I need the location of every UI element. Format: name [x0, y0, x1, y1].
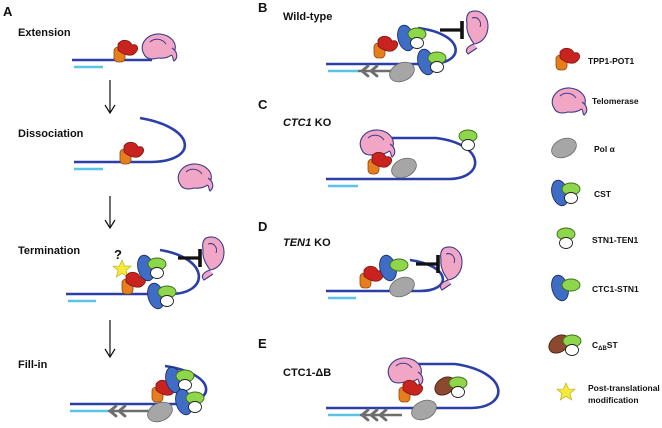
legend-stn1-ten1-label: STN1-TEN1	[592, 235, 639, 245]
wildtype-telomerase	[465, 10, 489, 55]
legend-cdbst-icon	[544, 330, 582, 358]
ctc1db-cdbst	[430, 372, 468, 400]
wildtype-pol-alpha	[386, 57, 418, 87]
extension-dna	[72, 58, 152, 69]
ten1ko-inhibition	[414, 253, 440, 275]
dissociation-dna	[74, 116, 187, 171]
termination-cst-lower	[144, 280, 177, 312]
legend-tpp1-pot1-icon	[555, 47, 581, 71]
fillin-pol-alpha	[144, 397, 176, 427]
legend-cst-label: CST	[594, 189, 612, 199]
dissociation-telomerase	[177, 163, 214, 192]
legend-stn1-ten1-icon	[556, 227, 576, 249]
legend-cdbst-sub: ΔB	[598, 346, 607, 352]
panel-c-title-suffix: KO	[312, 117, 332, 129]
termination-telomerase	[201, 236, 225, 281]
termination-question-mark: ?	[114, 247, 122, 262]
ctc1db-pol-alpha	[408, 395, 440, 425]
panel-c-letter: C	[258, 97, 268, 112]
legend: TPP1-POT1 Telomerase Pol α CST STN1-TEN1…	[544, 47, 660, 405]
panel-c-title-gene: CTC1	[283, 117, 312, 129]
arrow-extension-to-dissociation	[104, 80, 116, 115]
legend-ctc1-stn1-icon	[548, 272, 581, 304]
legend-pol-alpha-label: Pol α	[594, 144, 616, 154]
legend-cst-icon	[548, 177, 581, 209]
ctc1ko-dna	[326, 136, 477, 188]
step-termination-label: Termination	[18, 245, 80, 257]
panel-a-letter: A	[3, 4, 13, 19]
extension-telomerase	[141, 33, 178, 62]
panel-e-letter: E	[258, 336, 267, 351]
panel-d-letter: D	[258, 219, 267, 234]
ctc1ko-stn1-ten1	[458, 129, 478, 151]
legend-tpp1-pot1-label: TPP1-POT1	[588, 56, 635, 66]
panel-b-letter: B	[258, 0, 267, 15]
ten1ko-telomerase	[439, 246, 463, 291]
arrow-dissociation-to-termination	[104, 196, 116, 230]
panel-b-title: Wild-type	[283, 11, 332, 23]
legend-ptm-label-line1: Post-translational	[588, 383, 660, 393]
panel-d-title-gene: TEN1	[283, 237, 311, 249]
legend-telomerase-label: Telomerase	[592, 96, 639, 106]
panel-c-title: CTC1 KO	[283, 117, 332, 129]
ctc1db-telomerase	[387, 357, 424, 386]
step-fillin-label: Fill-in	[18, 359, 48, 371]
step-dissociation-label: Dissociation	[18, 128, 84, 140]
legend-cdbst-st: ST	[607, 340, 619, 350]
panel-d-title-suffix: KO	[311, 237, 331, 249]
step-extension-label: Extension	[18, 27, 71, 39]
legend-ptm-label-line2: modification	[588, 395, 639, 405]
legend-ctc1-stn1-label: CTC1-STN1	[592, 284, 639, 294]
legend-telomerase-icon	[551, 87, 588, 116]
fillin-cst-lower	[172, 386, 205, 418]
legend-cdbst-label: CΔBST	[592, 340, 618, 352]
panel-e-title: CTC1-ΔB	[283, 367, 331, 379]
wildtype-cst-lower	[414, 46, 447, 78]
ctc1ko-tpp1-pot1	[367, 151, 393, 175]
panel-d-title: TEN1 KO	[283, 237, 331, 249]
legend-pol-alpha-icon	[548, 133, 580, 163]
arrow-termination-to-fillin	[104, 320, 116, 359]
legend-cdbst-c: C	[592, 340, 598, 350]
legend-ptm-star-icon	[556, 382, 576, 401]
wildtype-tpp1-pot1	[373, 35, 399, 59]
ctc1ko-pol-alpha	[388, 153, 420, 183]
termination-inhibition	[176, 247, 202, 269]
